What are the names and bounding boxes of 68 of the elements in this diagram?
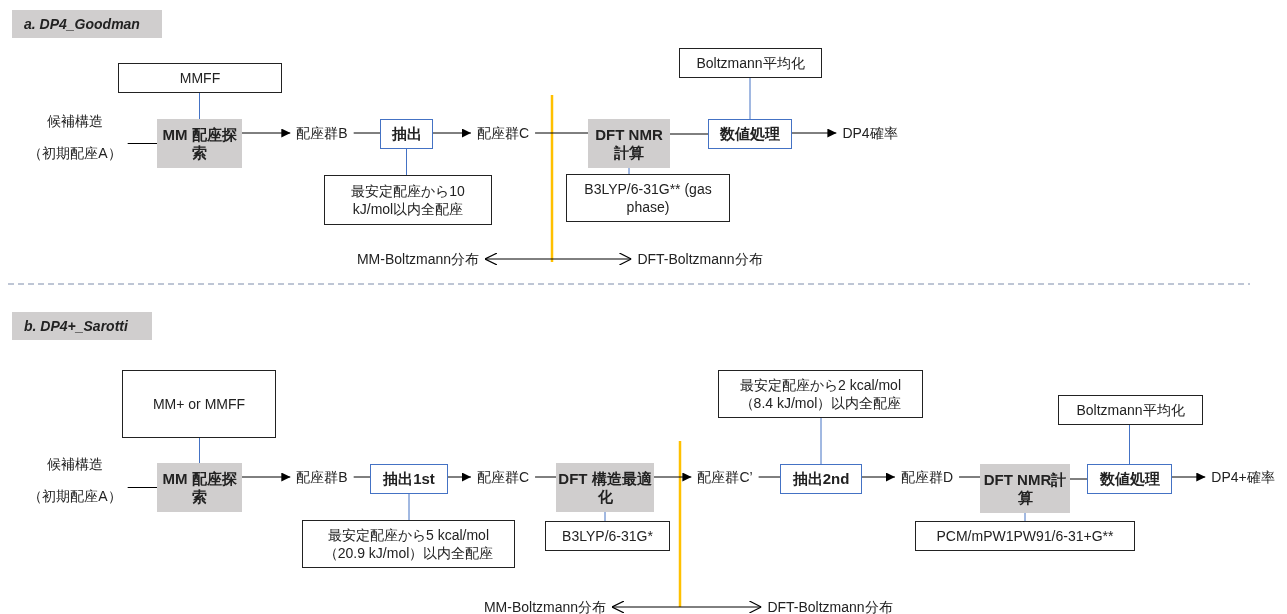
stage-label: DP4+確率 — [1205, 468, 1281, 486]
connector-line — [406, 148, 407, 176]
structure-label: （初期配座A） — [28, 144, 122, 162]
stage-label: 配座群C — [470, 468, 536, 486]
connector-line — [1069, 478, 1088, 480]
note-box: MM+ or MMFF — [122, 370, 276, 438]
stage-label: 配座群D — [894, 468, 960, 486]
section-heading: a. DP4_Goodman — [12, 10, 162, 38]
stage-label: MM-Boltzmann分布 — [350, 250, 486, 268]
stage-label: DFT-Boltzmann分布 — [761, 598, 899, 614]
note-box: PCM/mPW1PW91/6-31+G** — [915, 521, 1135, 551]
connector-line — [1129, 424, 1130, 465]
extraction-box: 抽出2nd — [780, 464, 862, 494]
note-box: Boltzmann平均化 — [679, 48, 822, 78]
stage-label: DFT-Boltzmann分布 — [631, 250, 769, 268]
connector-line — [127, 487, 158, 488]
connector-line — [199, 92, 200, 120]
connector-line — [958, 476, 981, 478]
connector-line — [534, 476, 557, 478]
stage-label: MM-Boltzmann分布 — [477, 598, 613, 614]
process-box: DFT 構造最適化 — [556, 463, 654, 512]
stage-label: DP4確率 — [836, 124, 904, 142]
arrow — [1171, 472, 1206, 482]
arrow — [861, 472, 896, 482]
arrow — [447, 472, 472, 482]
structure-label: 候補構造 — [46, 112, 104, 130]
stage-label: 配座群C’ — [691, 468, 759, 486]
connector-line — [669, 133, 709, 135]
connector-line — [408, 493, 410, 521]
arrow — [791, 128, 837, 138]
process-box: DFT NMR計算 — [980, 464, 1070, 513]
section-heading: b. DP4+_Sarotti — [12, 312, 152, 340]
process-box: MM 配座探索 — [157, 119, 242, 168]
connector-line — [1024, 512, 1026, 522]
connector-line — [628, 167, 630, 175]
arrow — [241, 128, 291, 138]
connector-line — [758, 476, 781, 478]
note-box: 最安定配座から10 kJ/mol以内全配座 — [324, 175, 492, 225]
connector-line — [604, 511, 606, 522]
stage-label: 配座群B — [290, 468, 354, 486]
note-box: 最安定配座から2 kcal/mol（8.4 kJ/mol）以内全配座 — [718, 370, 923, 418]
structure-label: （初期配座A） — [28, 487, 122, 505]
arrow — [241, 472, 291, 482]
extraction-box: 数値処理 — [1087, 464, 1172, 494]
extraction-box: 抽出 — [380, 119, 433, 149]
process-box: DFT NMR計算 — [588, 119, 670, 168]
connector-line — [749, 77, 751, 120]
process-box: MM 配座探索 — [157, 463, 242, 512]
note-box: B3LYP/6-31G* — [545, 521, 670, 551]
arrow — [484, 252, 632, 266]
note-box: MMFF — [118, 63, 282, 93]
stage-label: 配座群C — [470, 124, 536, 142]
arrow — [653, 472, 692, 482]
connector-line — [353, 476, 371, 478]
structure-label: 候補構造 — [46, 455, 104, 473]
connector-line — [353, 132, 381, 134]
connector-line — [820, 417, 822, 465]
stage-label: 配座群B — [290, 124, 354, 142]
connector-line — [199, 437, 200, 464]
extraction-box: 数値処理 — [708, 119, 792, 149]
note-box: B3LYP/6-31G** (gas phase) — [566, 174, 730, 222]
connector-line — [127, 143, 158, 144]
extraction-box: 抽出1st — [370, 464, 448, 494]
note-box: Boltzmann平均化 — [1058, 395, 1203, 425]
arrow — [611, 600, 762, 614]
note-box: 最安定配座から5 kcal/mol（20.9 kJ/mol）以内全配座 — [302, 520, 515, 568]
connector-line — [534, 132, 589, 134]
arrow — [432, 128, 472, 138]
